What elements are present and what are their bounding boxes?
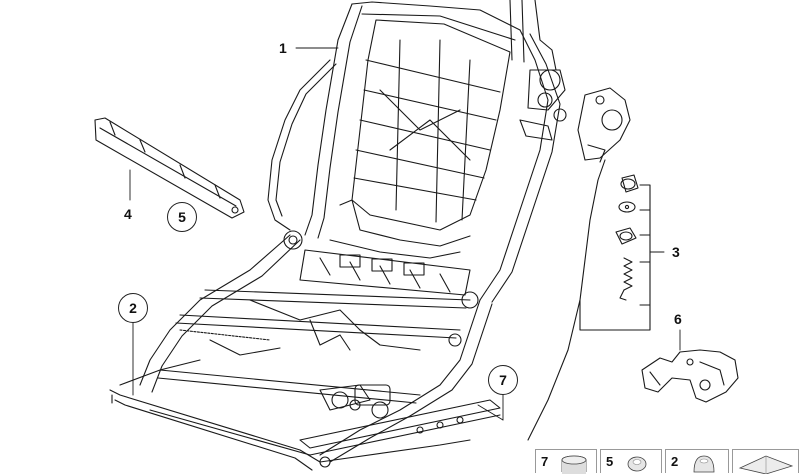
legend-cell-5: 5 — [600, 449, 662, 473]
seat-base-frame — [109, 230, 501, 471]
callout-5-circle: 5 — [167, 202, 197, 232]
callout-4: 4 — [124, 206, 132, 222]
legend-cell-wedge — [732, 449, 799, 474]
legend-number: 5 — [606, 454, 614, 469]
round-cap-icon — [627, 456, 647, 472]
callout-5: 5 — [178, 209, 186, 225]
leader-lines — [129, 47, 681, 421]
legend-number: 7 — [541, 454, 549, 469]
callout-1: 1 — [279, 40, 287, 56]
wedge-icon — [738, 455, 794, 474]
backrest-frame — [267, 0, 567, 303]
recliner-latch — [577, 87, 631, 163]
cap-icon — [561, 455, 587, 474]
fastener-set — [527, 159, 651, 441]
side-rail-part — [94, 117, 245, 219]
legend-number: 2 — [671, 454, 679, 469]
callout-7: 7 — [499, 372, 507, 388]
callout-2: 2 — [129, 300, 137, 316]
connector-part — [641, 349, 739, 403]
callout-2-circle: 2 — [118, 293, 148, 323]
dome-cap-icon — [693, 455, 715, 473]
callout-7-circle: 7 — [488, 365, 518, 395]
legend-cell-7: 7 — [535, 449, 597, 474]
callout-3: 3 — [672, 244, 680, 260]
callout-6: 6 — [674, 311, 682, 327]
legend-cell-2: 2 — [665, 449, 729, 473]
